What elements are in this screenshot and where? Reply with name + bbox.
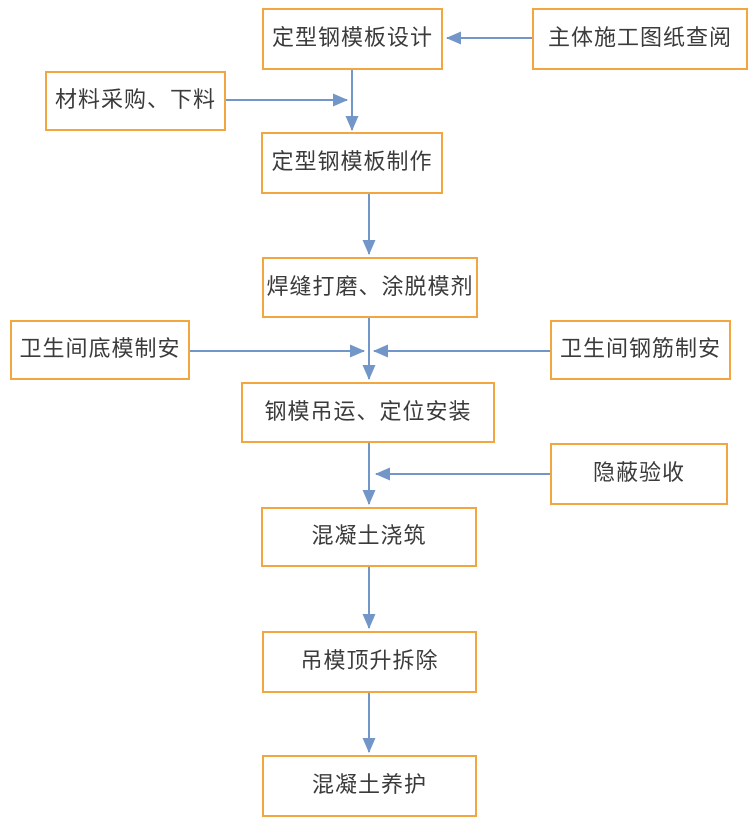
node-formwork-fabrication: 定型钢模板制作	[261, 132, 443, 194]
node-form-hoisting-install: 钢模吊运、定位安装	[241, 382, 495, 443]
node-concrete-pouring: 混凝土浇筑	[261, 507, 477, 567]
node-bathroom-bottom-form: 卫生间底模制安	[10, 320, 190, 380]
node-form-jack-removal: 吊模顶升拆除	[262, 631, 477, 693]
node-concrete-curing: 混凝土养护	[262, 755, 477, 817]
node-material-procurement: 材料采购、下料	[45, 71, 226, 131]
node-drawing-review: 主体施工图纸查阅	[532, 8, 748, 70]
node-weld-grinding: 焊缝打磨、涂脱模剂	[262, 257, 478, 318]
node-formwork-design: 定型钢模板设计	[262, 8, 443, 70]
node-concealed-acceptance: 隐蔽验收	[550, 443, 728, 505]
node-bathroom-rebar: 卫生间钢筋制安	[550, 320, 731, 380]
